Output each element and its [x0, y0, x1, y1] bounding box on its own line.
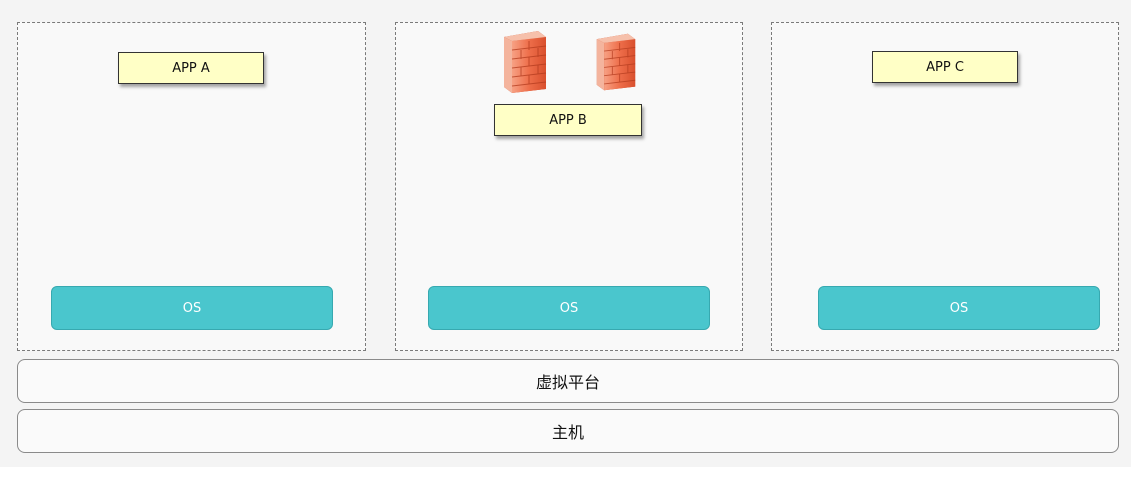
app-box-a: APP A	[118, 52, 264, 84]
virtualization-layer: 虚拟平台	[17, 359, 1119, 403]
os-box-b: OS	[428, 286, 710, 330]
diagram-canvas: APP A OS	[0, 0, 1131, 467]
firewall-icon	[596, 33, 636, 91]
vm-container-c: APP C OS	[771, 22, 1119, 351]
host-layer: 主机	[17, 409, 1119, 453]
firewall-icon	[504, 31, 547, 93]
app-box-c: APP C	[872, 51, 1018, 83]
vm-container-b: APP B OS	[395, 22, 743, 351]
os-box-c: OS	[818, 286, 1100, 330]
app-box-b: APP B	[494, 104, 642, 136]
os-box-a: OS	[51, 286, 333, 330]
vm-container-a: APP A OS	[17, 22, 366, 351]
